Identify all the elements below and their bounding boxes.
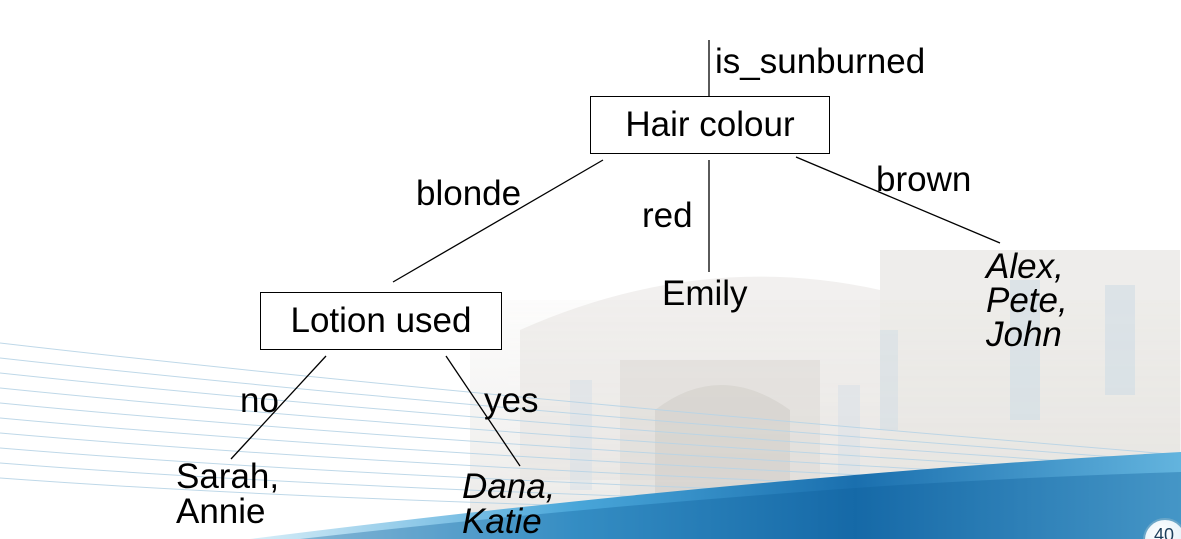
page-number-badge: 40 (1143, 518, 1181, 539)
tree-edges (230, 40, 1001, 467)
target-label: is_sunburned (715, 42, 926, 81)
building-watermark (470, 250, 1181, 539)
edge-no (230, 355, 327, 460)
leaf-emily: Emily (662, 274, 748, 313)
branch-label-yes: yes (484, 381, 539, 420)
branch-label-red: red (642, 196, 693, 235)
leaf-annie: Annie (176, 492, 266, 531)
branch-label-no: no (240, 381, 279, 420)
leaf-dana: Dana, (462, 467, 556, 506)
blue-swoosh (250, 452, 1181, 539)
edge-brown (795, 156, 1001, 244)
branch-label-brown: brown (876, 160, 972, 199)
leaf-brown-group: Alex, Pete, John (986, 247, 1068, 354)
leaf-no-group: Sarah, Annie (176, 459, 279, 529)
leaf-katie: Katie (462, 502, 542, 539)
edge-blonde (392, 159, 604, 283)
node-lotion-used: Lotion used (260, 292, 502, 350)
leaf-sarah: Sarah, (176, 457, 280, 496)
edge-yes (445, 355, 521, 467)
leaf-yes-group: Dana, Katie (462, 469, 555, 539)
branch-label-blonde: blonde (416, 174, 522, 213)
leaf-john: John (986, 315, 1062, 354)
leaf-alex: Alex, (986, 247, 1064, 286)
leaf-pete: Pete, (986, 281, 1068, 320)
root-node-hair-colour: Hair colour (590, 96, 830, 154)
